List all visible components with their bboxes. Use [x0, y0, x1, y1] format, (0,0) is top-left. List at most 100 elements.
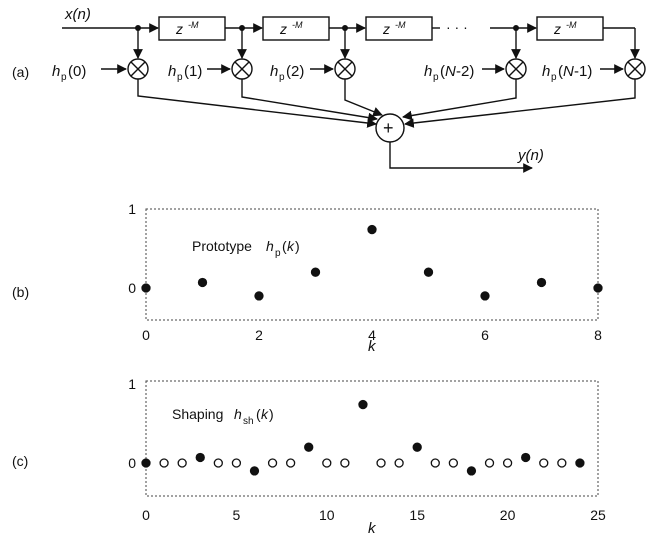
data-points — [141, 399, 585, 476]
delay-block: z -M — [536, 16, 604, 41]
x-tick-label: 25 — [590, 507, 606, 523]
data-point — [141, 458, 151, 468]
svg-text:N: N — [445, 63, 456, 80]
x-tick-label: 6 — [481, 327, 489, 343]
svg-text:k: k — [287, 238, 295, 254]
svg-text:(: ( — [440, 63, 445, 80]
panel-label-a: (a) — [12, 64, 29, 80]
x-tick-label: 15 — [409, 507, 425, 523]
delay-block-exponent: -M — [395, 20, 406, 30]
multiplier — [231, 58, 253, 80]
data-point — [254, 291, 264, 301]
data-point-hollow — [231, 458, 242, 468]
data-point — [593, 283, 603, 293]
x-tick-label: 0 — [142, 327, 150, 343]
x-tick-label: 4 — [368, 327, 376, 343]
svg-text:h: h — [234, 406, 242, 422]
x-axis-label: k — [368, 520, 377, 537]
shaping-chart: (c) Shaping h sh ( k ) k 0 5 10 15 20 25 0 1 — [12, 376, 606, 537]
summation-node: + — [375, 113, 405, 143]
x-tick-label: 10 — [319, 507, 335, 523]
output-label: y(n) — [517, 147, 544, 164]
delay-block-exponent: -M — [188, 20, 199, 30]
tap-lines — [133, 28, 640, 59]
data-point — [249, 466, 260, 476]
data-point-hollow — [213, 458, 223, 468]
panel-label-b: (b) — [12, 284, 29, 300]
data-point-hollow — [159, 458, 169, 468]
svg-text:h: h — [266, 238, 274, 254]
svg-text:(: ( — [558, 63, 563, 80]
data-point — [536, 277, 547, 288]
data-point — [197, 277, 208, 288]
ellipsis: · · · — [446, 19, 468, 35]
svg-text:(0): (0) — [68, 63, 86, 80]
panel-label-c: (c) — [12, 453, 28, 469]
data-point — [423, 267, 434, 277]
data-point-hollow — [557, 458, 567, 468]
data-point-hollow — [340, 458, 350, 468]
data-point — [575, 458, 585, 468]
x-tick-label: 5 — [233, 507, 241, 523]
input-label: x(n) — [64, 6, 91, 23]
data-point — [412, 442, 422, 452]
delay-block: z -M — [262, 16, 330, 41]
svg-text:k: k — [261, 406, 269, 422]
x-tick-label: 0 — [142, 507, 150, 523]
multiplier — [334, 58, 356, 80]
delay-block-label: z — [175, 21, 183, 37]
x-axis-label: k — [368, 338, 377, 355]
tick-labels: 0 5 10 15 20 25 0 1 — [128, 376, 606, 523]
delay-block: z -M — [365, 16, 433, 41]
output-line — [389, 142, 533, 173]
sum-input-lines — [137, 79, 636, 128]
svg-text:p: p — [61, 72, 67, 83]
multiplier — [505, 58, 527, 80]
svg-text:(: ( — [282, 238, 287, 254]
svg-text:Shaping: Shaping — [172, 406, 223, 422]
svg-text:): ) — [269, 406, 274, 422]
plot-frame — [145, 380, 599, 497]
data-point-hollow — [430, 458, 440, 468]
sum-symbol: + — [383, 118, 394, 138]
svg-text:N: N — [563, 63, 574, 80]
y-tick-label: 0 — [128, 455, 136, 471]
y-tick-label: 1 — [128, 376, 136, 392]
chart-title: Shaping h sh ( k ) — [172, 406, 274, 427]
delay-block-exponent: -M — [566, 20, 577, 30]
delay-block: z -M — [158, 16, 226, 41]
x-tick-label: 20 — [500, 507, 516, 523]
block-diagram: (a) x(n) · · · z -M z -M z -M — [12, 6, 646, 173]
data-point-hollow — [484, 458, 495, 468]
data-point-hollow — [177, 458, 187, 468]
svg-text:h: h — [270, 63, 278, 80]
data-point-hollow — [376, 458, 386, 468]
data-point-hollow — [267, 458, 278, 468]
y-tick-label: 0 — [128, 280, 136, 296]
data-point — [304, 442, 314, 452]
svg-text:(2): (2) — [286, 63, 304, 80]
svg-text:p: p — [177, 72, 183, 83]
data-point-hollow — [394, 458, 404, 468]
delay-block-exponent: -M — [292, 20, 303, 30]
data-point-hollow — [539, 458, 549, 468]
data-point — [480, 291, 490, 301]
data-point-hollow — [448, 458, 459, 468]
svg-text:h: h — [168, 63, 176, 80]
multiplier — [127, 58, 149, 80]
svg-text:sh: sh — [243, 416, 254, 427]
svg-text:(: ( — [256, 406, 261, 422]
chart-title: Prototype h p ( k ) — [192, 238, 300, 259]
x-tick-label: 2 — [255, 327, 263, 343]
svg-text:-1): -1) — [574, 63, 592, 80]
data-point-hollow — [285, 458, 296, 468]
svg-text:h: h — [424, 63, 432, 80]
data-point — [141, 283, 151, 293]
data-point — [358, 399, 368, 410]
data-point — [195, 452, 205, 463]
